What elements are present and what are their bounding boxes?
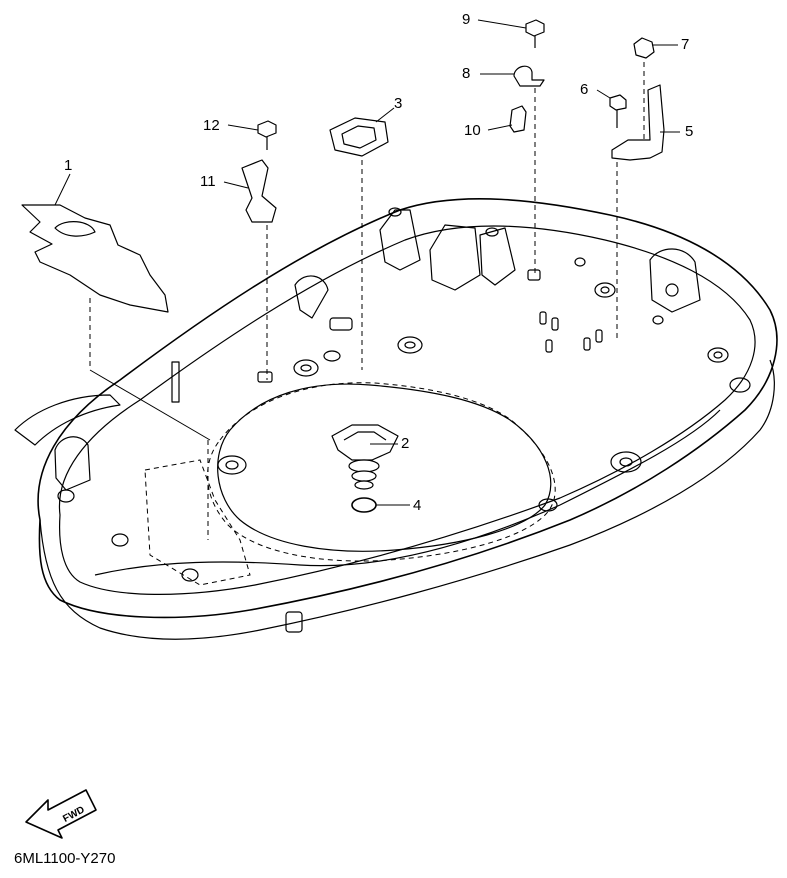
callout-3: 3 [394, 95, 402, 112]
callout-7: 7 [681, 36, 689, 53]
bottom-cowling [14, 198, 778, 640]
part-6-bolt [609, 94, 627, 128]
right-side-bracket [649, 248, 701, 313]
callout-leaders [54, 19, 680, 506]
cowling-front-lip [14, 394, 121, 446]
callout-12: 12 [203, 117, 220, 134]
cowling-outer-rim [37, 198, 778, 619]
callout-labels: 1 2 3 4 5 6 7 8 9 10 11 12 [64, 11, 693, 514]
part-1-seal [21, 204, 169, 313]
callout-5: 5 [685, 123, 693, 140]
part-5-bracket [611, 84, 665, 161]
fwd-arrow-icon: FWD [25, 789, 97, 839]
callout-10: 10 [464, 122, 481, 139]
cowling-lower-skirt [39, 359, 775, 640]
inner-floor-dashed-outline [207, 382, 556, 562]
front-drain-slot [285, 611, 303, 633]
inner-floor-panel [217, 383, 552, 552]
left-side-bracket [54, 436, 91, 491]
part-2-grommet [331, 424, 399, 490]
assembly-lines [89, 62, 645, 540]
part-3-plate [329, 117, 389, 157]
left-post [171, 361, 180, 403]
cowling-inner-rim [58, 225, 756, 595]
callout-9: 9 [462, 11, 470, 28]
part-9-screw [525, 19, 545, 48]
part-4-clip [351, 497, 377, 513]
part-10-block [509, 105, 527, 133]
rear-mount-block [429, 224, 481, 291]
drawing-code: 6ML1100-Y270 [14, 850, 116, 867]
cowling-floor-edge [94, 409, 721, 576]
callout-2: 2 [401, 435, 409, 452]
callout-8: 8 [462, 65, 470, 82]
callout-11: 11 [200, 173, 216, 190]
part-8-clamp [513, 65, 545, 87]
callout-1: 1 [64, 157, 72, 174]
mounting-bosses [57, 207, 751, 582]
part-11-holder [241, 159, 277, 223]
callout-4: 4 [413, 497, 421, 514]
rear-fin [294, 275, 329, 319]
rear-mount-block-right [479, 227, 516, 286]
part-12-bolt [257, 120, 277, 150]
callout-6: 6 [580, 81, 588, 98]
right-bracket-hole [665, 283, 679, 297]
part-7-nut [633, 37, 655, 59]
floor-slots [257, 269, 603, 383]
front-dashed-region [144, 459, 251, 586]
rear-mount-tower [379, 209, 421, 271]
